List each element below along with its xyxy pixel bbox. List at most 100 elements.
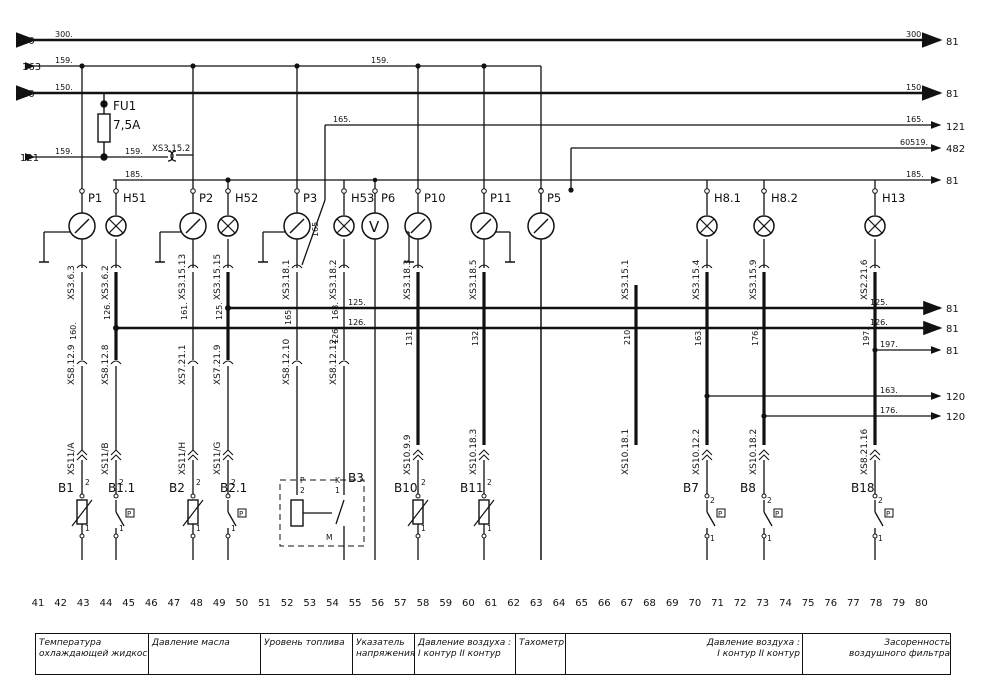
gauge-needle bbox=[289, 218, 305, 234]
column-number: 42 bbox=[54, 598, 67, 609]
pin-label: 1 bbox=[878, 534, 883, 543]
plug bbox=[478, 449, 490, 461]
connector-label: XS8.12.8 bbox=[101, 344, 111, 385]
vertical-wire-label: 126. bbox=[103, 302, 112, 320]
connector-pin bbox=[76, 360, 88, 365]
wire-label: 185. bbox=[906, 170, 924, 179]
sensor-label: B11 bbox=[460, 481, 484, 495]
switch-blade bbox=[335, 499, 345, 525]
right-wire-number: 81 bbox=[946, 176, 959, 187]
vertical-wire-label: 165. bbox=[284, 307, 293, 325]
right-wire-number: 482 bbox=[946, 144, 965, 155]
sensor-body bbox=[76, 499, 88, 525]
connector-label: XS7.21.1 bbox=[178, 344, 188, 385]
legend-cell: Уровень топлива bbox=[261, 634, 353, 674]
gauge-needle bbox=[185, 218, 201, 234]
column-number: 65 bbox=[575, 598, 588, 609]
column-number: 75 bbox=[802, 598, 815, 609]
column-number: 73 bbox=[756, 598, 769, 609]
wire-label: 126. bbox=[870, 318, 888, 327]
pressure-box bbox=[125, 508, 135, 518]
wire-label: 176. bbox=[880, 406, 898, 415]
terminal bbox=[113, 188, 119, 194]
wire-label: 159. bbox=[55, 147, 73, 156]
column-number: 44 bbox=[100, 598, 113, 609]
terminal bbox=[113, 533, 119, 539]
legend-text: Указатель bbox=[356, 638, 405, 648]
pin-label: 1 bbox=[710, 534, 715, 543]
pin-label: 1 bbox=[85, 524, 90, 533]
terminal bbox=[872, 533, 878, 539]
column-number: 67 bbox=[621, 598, 634, 609]
column-number: 55 bbox=[349, 598, 362, 609]
plug bbox=[701, 449, 713, 461]
gauge-label: P10 bbox=[424, 191, 446, 205]
connector-label: XS3.15.15 bbox=[213, 254, 223, 300]
wire-label: 300. bbox=[906, 30, 924, 39]
sensor-label: B2.1 bbox=[220, 481, 247, 495]
terminal bbox=[704, 188, 710, 194]
plug bbox=[869, 449, 881, 461]
column-number: 80 bbox=[915, 598, 928, 609]
connector-pin bbox=[110, 360, 122, 365]
vertical-wire-label: 125. bbox=[215, 302, 224, 320]
connector-label: XS11/B bbox=[101, 442, 111, 475]
terminal bbox=[872, 188, 878, 194]
node bbox=[190, 63, 196, 69]
wire-label: 185. bbox=[125, 170, 143, 179]
vertical-wire-label: 132. bbox=[471, 328, 480, 346]
legend-cell: Давление масла bbox=[149, 634, 261, 674]
pin-label: P bbox=[300, 476, 305, 485]
wire-label: 165. bbox=[906, 115, 924, 124]
vertical-wire-label: 210. bbox=[623, 327, 632, 345]
pin-label: 2 bbox=[300, 486, 305, 495]
lamp-label: H13 bbox=[882, 191, 905, 205]
vertical-wire-label: 197. bbox=[862, 328, 871, 346]
wire-label: 159. bbox=[371, 56, 389, 65]
node bbox=[294, 63, 300, 69]
column-number: 79 bbox=[892, 598, 905, 609]
terminal bbox=[225, 493, 231, 499]
pin-label: 2 bbox=[421, 478, 426, 487]
legend-cell: Давление воздуха :I контур II контур bbox=[566, 634, 803, 674]
connector-label: XS8.21.16 bbox=[860, 428, 870, 475]
gauge-label: P11 bbox=[490, 191, 512, 205]
sensor-label: B2 bbox=[169, 481, 185, 495]
plug bbox=[76, 449, 88, 461]
lamp-label: H52 bbox=[235, 191, 258, 205]
connector-label: XS3.6.3 bbox=[67, 265, 77, 300]
wire-label: 300. bbox=[55, 30, 73, 39]
node bbox=[481, 63, 487, 69]
connector-label: XS3.6.2 bbox=[101, 265, 111, 300]
right-wire-number: 81 bbox=[946, 37, 959, 48]
pin-label: 2 bbox=[119, 478, 124, 487]
column-number: 69 bbox=[666, 598, 679, 609]
terminal bbox=[113, 493, 119, 499]
terminal bbox=[415, 188, 421, 194]
legend-text: воздушного фильтра bbox=[849, 649, 950, 659]
terminal bbox=[79, 533, 85, 539]
right-wire-number: 81 bbox=[946, 346, 959, 357]
connector-label: XS7.21.9 bbox=[213, 344, 223, 385]
terminal bbox=[225, 188, 231, 194]
legend-text: I контур II контур bbox=[418, 649, 501, 659]
pressure-symbol: P bbox=[886, 510, 890, 518]
pin-label: 2 bbox=[85, 478, 90, 487]
connector-pin bbox=[412, 264, 424, 269]
column-number: 62 bbox=[507, 598, 520, 609]
column-number: 48 bbox=[190, 598, 203, 609]
right-wire-number: 121 bbox=[946, 122, 965, 133]
connector-label: XS3.15.4 bbox=[692, 259, 702, 300]
sensor-label: B10 bbox=[394, 481, 418, 495]
pin-label: 1 bbox=[119, 524, 124, 533]
right-wire-number: 81 bbox=[946, 324, 959, 335]
right-wire-number: 120 bbox=[946, 412, 965, 423]
sensor-label: B18 bbox=[851, 481, 875, 495]
column-number: 64 bbox=[553, 598, 566, 609]
column-number: 72 bbox=[734, 598, 747, 609]
gauge-needle bbox=[74, 218, 90, 234]
pin-label: K bbox=[335, 476, 341, 485]
